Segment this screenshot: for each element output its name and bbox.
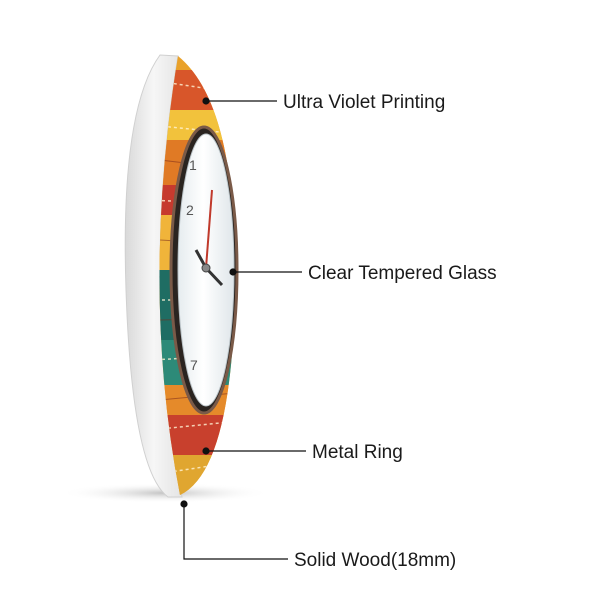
- ultra-violet-printing-label: Ultra Violet Printing: [283, 92, 446, 113]
- solid-wood-label: Solid Wood(18mm): [294, 550, 457, 571]
- clear-tempered-glass-label: Clear Tempered Glass: [308, 263, 497, 284]
- dial-numeral: 1: [189, 157, 197, 173]
- dial-numeral: 2: [186, 202, 194, 218]
- metal-ring-label: Metal Ring: [312, 442, 403, 463]
- second-hand: [205, 189, 213, 269]
- wood-callout-line: [183, 504, 288, 560]
- dial-numeral: 7: [190, 357, 198, 373]
- hand-pivot: [201, 263, 211, 273]
